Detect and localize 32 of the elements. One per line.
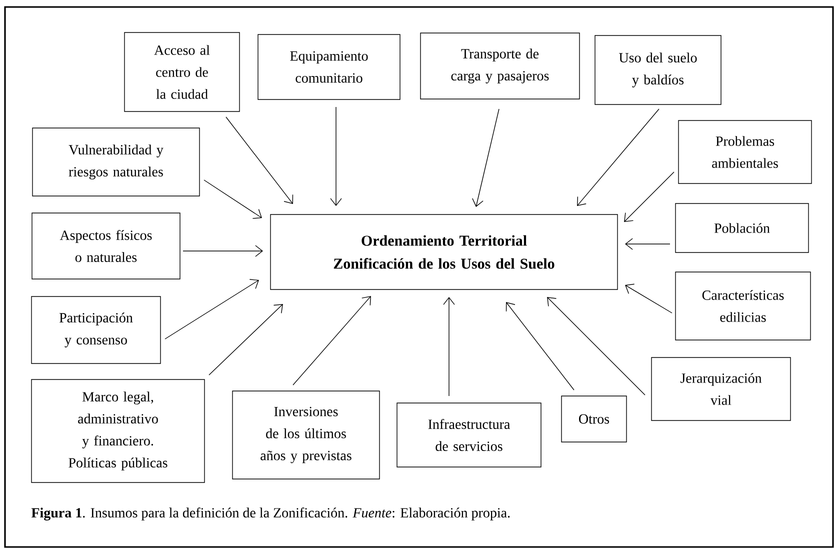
arrow — [443, 297, 455, 396]
arrow — [226, 116, 294, 204]
input-box: Uso del suelo y baldíos — [594, 35, 722, 105]
title-box: Ordenamiento Territorial Zonificación de los Usos del Suelo — [270, 214, 618, 290]
input-box: Infraestructura de servicios — [396, 402, 542, 468]
input-box: Acceso al centro de la ciudad — [124, 32, 240, 112]
arrow — [625, 238, 670, 250]
arrow — [204, 180, 262, 219]
input-box: Vulnerabilidad y riesgos naturales — [32, 128, 200, 196]
input-box: Participación y consenso — [31, 296, 161, 364]
arrow — [292, 296, 371, 386]
input-box: Inversiones de los últimos años y previstas — [232, 390, 380, 480]
input-box: Problemas ambientales — [678, 120, 812, 184]
input-box: Aspectos físicos o naturales — [32, 212, 180, 280]
arrow — [208, 304, 283, 376]
figure-caption: Figura 1. Insumos para la definición de la Zonificación. Fuente: Elaboración propia. — [31, 508, 510, 520]
arrow — [472, 108, 500, 207]
input-box: Otros — [561, 396, 627, 442]
arrow — [164, 279, 259, 340]
arrow — [330, 106, 342, 206]
input-box: Marco legal, administrativo y financiero. Políticas públicas — [31, 379, 205, 483]
arrow — [577, 108, 660, 206]
input-box: Jerarquización vial — [651, 357, 791, 421]
arrow — [506, 302, 574, 390]
input-box: Transporte de carga y pasajeros — [420, 32, 580, 100]
input-box: Características edilicias — [675, 272, 811, 340]
arrow — [182, 245, 263, 257]
arrow — [624, 172, 674, 222]
input-box: Equipamiento comunitario — [258, 34, 400, 100]
input-box: Población — [675, 203, 809, 253]
arrow — [547, 297, 646, 396]
arrow — [625, 284, 672, 314]
